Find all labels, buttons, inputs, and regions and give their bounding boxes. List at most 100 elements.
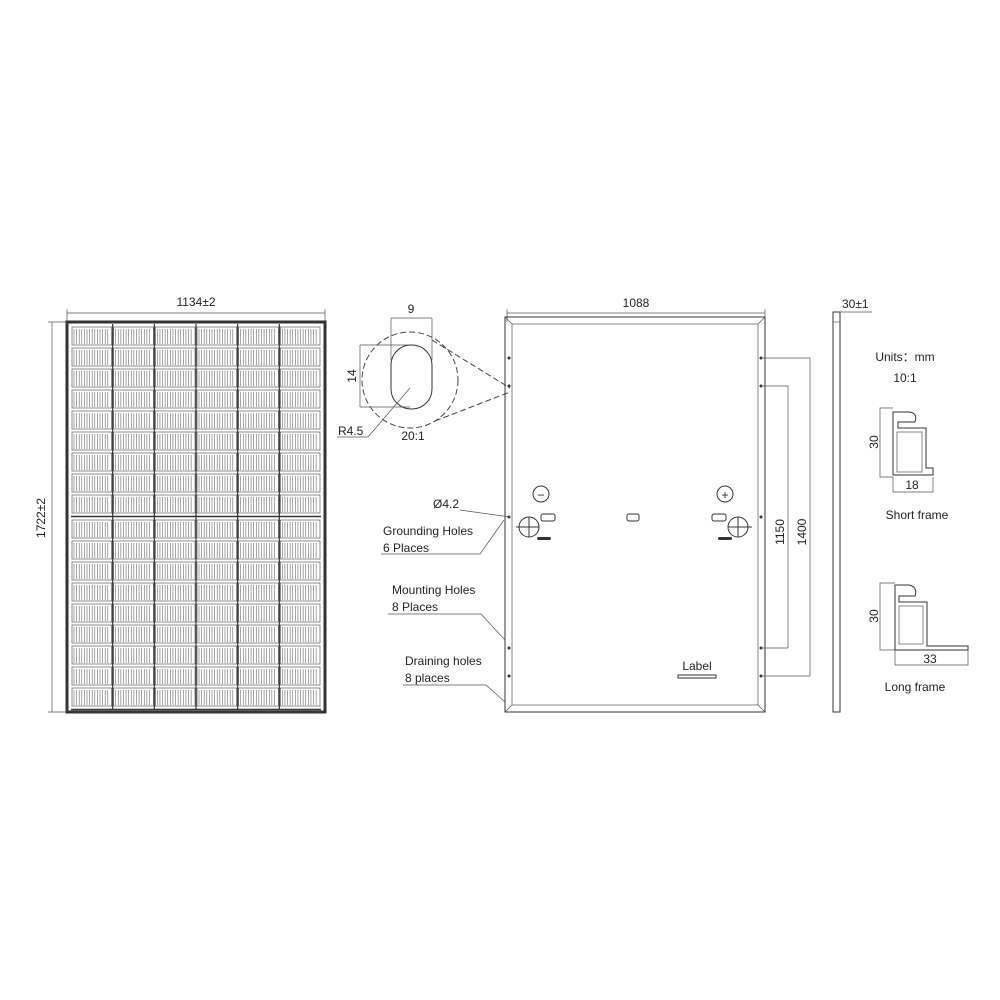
solar-cell [155, 473, 196, 493]
solar-cell [113, 347, 154, 367]
detail-scale: 20:1 [401, 429, 425, 443]
solar-cell [71, 410, 112, 430]
grounding-label-2: 6 Places [383, 541, 429, 555]
solar-cell [238, 519, 279, 539]
solar-cell [155, 452, 196, 472]
solar-cell [155, 687, 196, 707]
solar-cell [196, 687, 237, 707]
short-frame-width: 18 [905, 478, 919, 492]
solar-cell [196, 519, 237, 539]
solar-cell [113, 519, 154, 539]
slot-height-dim: 14 [345, 369, 359, 383]
solar-cell [113, 473, 154, 493]
solar-cell [113, 561, 154, 581]
front-width-dim: 1134±2 [176, 295, 215, 309]
leader [403, 684, 506, 703]
solar-cell [238, 431, 279, 451]
solar-cell [155, 645, 196, 665]
solar-cell [71, 519, 112, 539]
solar-cell [196, 645, 237, 665]
hole-diameter: Ø4.2 [433, 497, 459, 511]
solar-cell [113, 410, 154, 430]
solar-cell [280, 368, 321, 388]
solar-cell [196, 389, 237, 409]
mounting-label-1: Mounting Holes [392, 583, 475, 597]
solar-cell [71, 368, 112, 388]
solar-cell [155, 389, 196, 409]
solar-cell [238, 582, 279, 602]
detail-leader [434, 391, 511, 422]
solar-cell [196, 347, 237, 367]
grounding-label-1: Grounding Holes [383, 524, 473, 538]
solar-cell [155, 368, 196, 388]
solar-cell [196, 431, 237, 451]
solar-cell [238, 368, 279, 388]
solar-cell [196, 666, 237, 686]
solar-cell [113, 645, 154, 665]
solar-cell [238, 603, 279, 623]
solar-cell [196, 582, 237, 602]
solar-cell [71, 540, 112, 560]
solar-cell [196, 410, 237, 430]
solar-cell [238, 389, 279, 409]
back-frame-outer [504, 316, 766, 713]
solar-cell [238, 326, 279, 346]
solar-cell [280, 603, 321, 623]
negative-symbol: − [537, 488, 544, 502]
solar-cell [280, 431, 321, 451]
slot-hole [390, 344, 433, 410]
draining-label-2: 8 places [405, 671, 450, 685]
long-frame-profile: 30 33 Long frame [867, 582, 969, 694]
solar-cell [155, 666, 196, 686]
dim-1150: 1150 [773, 519, 787, 545]
solar-cell [196, 326, 237, 346]
solar-cell [71, 326, 112, 346]
solar-cell [71, 687, 112, 707]
solar-cell [280, 582, 321, 602]
solar-cell [280, 452, 321, 472]
solar-cell [113, 326, 154, 346]
solar-cell [113, 389, 154, 409]
solar-cell [155, 410, 196, 430]
solar-cell [113, 687, 154, 707]
solar-cell [71, 561, 112, 581]
junction-box-right [711, 513, 727, 522]
solar-cell [71, 347, 112, 367]
detail-leader [431, 339, 511, 389]
junction-box-left [540, 513, 556, 522]
solar-cell [238, 666, 279, 686]
side-profile [832, 311, 841, 713]
solar-cell [155, 494, 196, 514]
solar-cell [71, 603, 112, 623]
solar-cell [155, 347, 196, 367]
side-view: 30±1 [832, 297, 872, 713]
mounting-label-2: 8 Places [392, 600, 438, 614]
short-frame-height: 30 [867, 435, 881, 449]
solar-cell [155, 582, 196, 602]
solar-cell [155, 603, 196, 623]
junction-box-center [626, 513, 640, 522]
short-frame-shape [892, 411, 934, 476]
solar-cell [71, 473, 112, 493]
solar-cell [71, 431, 112, 451]
solar-cell [113, 452, 154, 472]
dim-1150-line [761, 385, 789, 649]
units-scale: 10:1 [893, 371, 917, 385]
negative-terminal-icon [532, 485, 550, 503]
solar-cell [280, 389, 321, 409]
solar-cell [196, 540, 237, 560]
solar-cell [280, 561, 321, 581]
label-text: Label [682, 659, 711, 673]
solar-cell [238, 347, 279, 367]
solar-cell [155, 624, 196, 644]
solar-cell [280, 410, 321, 430]
solar-cell [196, 494, 237, 514]
solar-cell [113, 624, 154, 644]
solar-cell [238, 410, 279, 430]
solar-cell [196, 368, 237, 388]
positive-symbol: + [721, 488, 728, 502]
long-frame-caption: Long frame [885, 680, 946, 694]
front-view: 1134±2 1722±2 [34, 295, 327, 714]
solar-cell [71, 645, 112, 665]
